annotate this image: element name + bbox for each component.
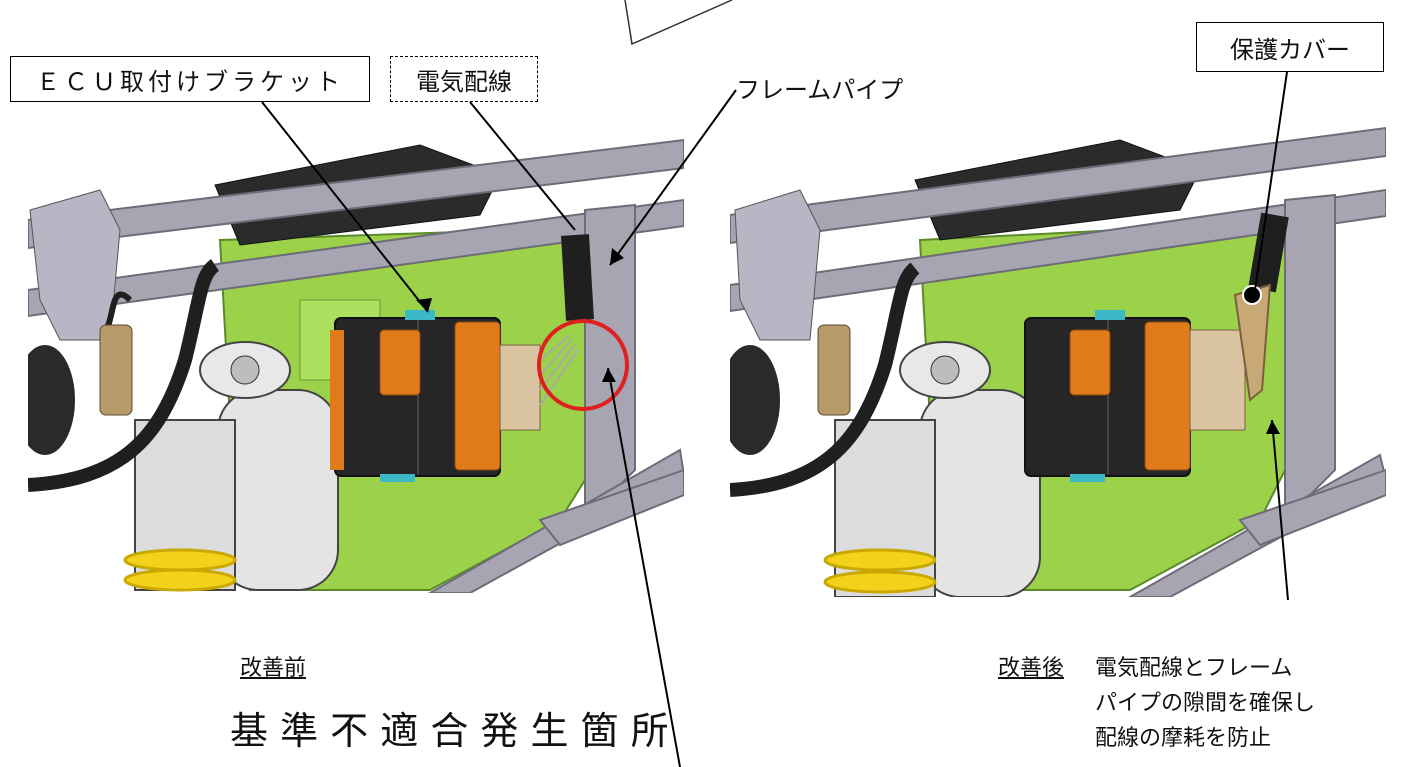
leader-lines: [261, 71, 1289, 767]
improvement-note-line2: パイプの隙間を確保し: [1095, 691, 1316, 716]
wire-strands: [539, 334, 579, 406]
improvement-note-line3: 配線の摩耗を防止: [1095, 726, 1272, 751]
arrow-heads: [416, 248, 1280, 434]
after-caption: 改善後: [998, 656, 1065, 681]
cover-label: 保護カバー: [1196, 22, 1384, 72]
cover-marker-dot: [1242, 285, 1262, 305]
wiring-harness: [1248, 212, 1289, 293]
ecu-bracket-label: ＥＣＵ取付けブラケット: [10, 56, 370, 102]
improvement-note-line1: 電気配線とフレーム: [1095, 656, 1293, 681]
sensor: [99, 324, 133, 416]
frame-pipes: [730, 126, 1386, 597]
spring: [123, 548, 237, 592]
spring: [823, 548, 937, 594]
fault-highlight-circle: [537, 319, 629, 411]
hose: [28, 259, 220, 492]
bubble-tail: [624, 0, 733, 46]
fault-location-caption: 基 準 不 適 合 発 生 箇 所: [230, 709, 669, 753]
wiring-label: 電気配線: [390, 56, 538, 102]
before-caption: 改善前: [240, 656, 307, 681]
ecu-unit: [330, 310, 541, 482]
mount-bracket: [734, 189, 821, 341]
frame-pipe-label: フレームパイプ: [736, 76, 904, 104]
wiring-harness: [561, 234, 594, 321]
ecu-unit: [1024, 310, 1246, 482]
shock-body: [919, 389, 1041, 597]
before-panel: [28, 135, 684, 593]
frame-pipes: [28, 138, 684, 593]
sensor: [817, 324, 851, 416]
after-panel: [730, 125, 1386, 597]
hose: [730, 262, 920, 497]
